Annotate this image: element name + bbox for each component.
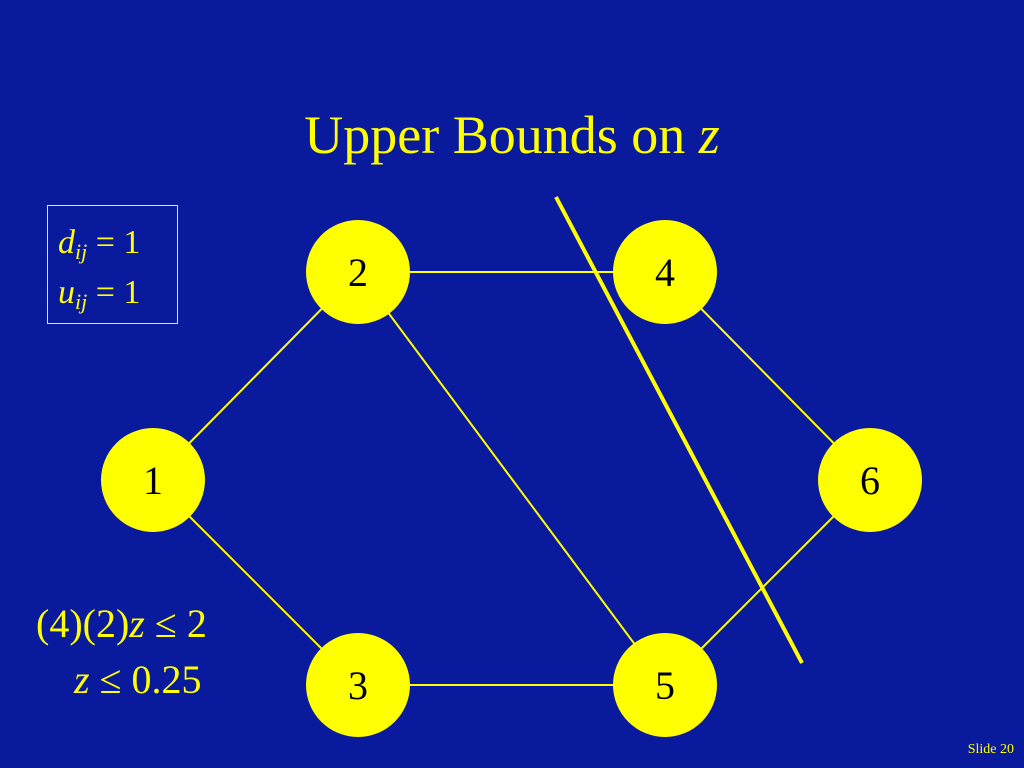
node-1: 1 xyxy=(101,428,205,532)
node-circle-6 xyxy=(818,428,922,532)
node-label-4: 4 xyxy=(655,250,675,295)
calc-line1-rest: ≤ 2 xyxy=(144,601,207,646)
legend-u-rest: = 1 xyxy=(87,274,141,311)
calc-line2-var: z xyxy=(74,657,90,702)
legend-u-var: u xyxy=(58,274,75,311)
node-4: 4 xyxy=(613,220,717,324)
node-circle-3 xyxy=(306,633,410,737)
node-circle-1 xyxy=(101,428,205,532)
slide-number: Slide 20 xyxy=(967,742,1014,757)
title-text: Upper Bounds on xyxy=(304,105,699,165)
node-label-2: 2 xyxy=(348,250,368,295)
legend-d-rest: = 1 xyxy=(87,224,141,261)
node-label-1: 1 xyxy=(143,458,163,503)
graph-nodes: 1 2 3 4 5 6 xyxy=(101,220,922,737)
calc-line-2: z ≤ 0.25 xyxy=(36,652,207,708)
bound-calculation: (4)(2)z ≤ 2 z ≤ 0.25 xyxy=(36,596,207,708)
node-circle-4 xyxy=(613,220,717,324)
node-circle-5 xyxy=(613,633,717,737)
node-5: 5 xyxy=(613,633,717,737)
node-label-5: 5 xyxy=(655,663,675,708)
edge-2-5 xyxy=(357,271,666,686)
legend-row-d: dij = 1 xyxy=(58,218,177,268)
node-3: 3 xyxy=(306,633,410,737)
calc-line-1: (4)(2)z ≤ 2 xyxy=(36,596,207,652)
cut-line xyxy=(554,196,804,664)
slide-title: Upper Bounds on z xyxy=(0,100,1024,170)
calc-line1-var: z xyxy=(129,601,145,646)
capacity-legend-box: dij = 1 uij = 1 xyxy=(47,205,178,324)
legend-u-sub: ij xyxy=(75,289,88,314)
legend-d-sub: ij xyxy=(75,239,88,264)
title-variable: z xyxy=(698,105,720,165)
node-2: 2 xyxy=(306,220,410,324)
node-label-3: 3 xyxy=(348,663,368,708)
graph-edges xyxy=(152,271,871,686)
node-label-6: 6 xyxy=(860,458,880,503)
calc-line2-rest: ≤ 0.25 xyxy=(89,657,202,702)
node-circle-2 xyxy=(306,220,410,324)
legend-row-u: uij = 1 xyxy=(58,268,177,318)
legend-d-var: d xyxy=(58,224,75,261)
node-6: 6 xyxy=(818,428,922,532)
calc-line1-prefix: (4)(2) xyxy=(36,601,130,646)
